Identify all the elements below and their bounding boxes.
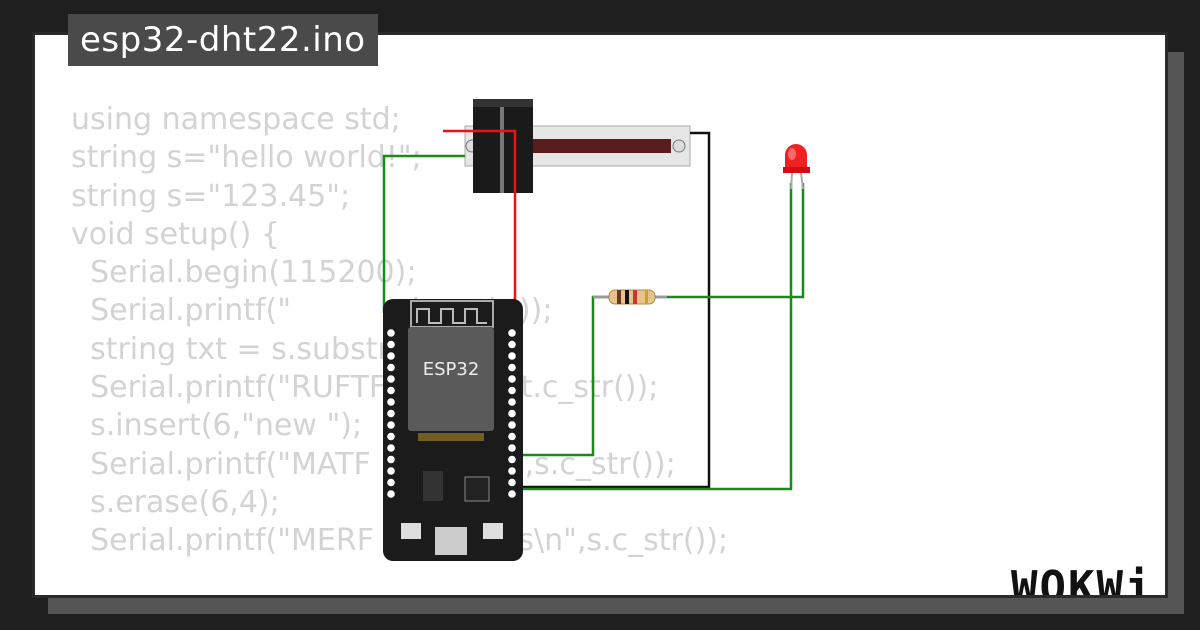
chip-label: ESP32 xyxy=(423,359,480,380)
pin[interactable] xyxy=(387,421,395,429)
code-line: using namespace std; xyxy=(71,102,401,137)
wire-green-led xyxy=(515,183,793,491)
pin[interactable] xyxy=(508,432,516,441)
code-preview: using namespace std;string s="hello worl… xyxy=(71,101,728,561)
code-line: string txt = s.substr xyxy=(71,331,390,367)
pin[interactable] xyxy=(387,329,395,337)
code-line: string s="hello world!"; xyxy=(71,140,422,176)
code-line: Serial.printf("MERF X%s\n",s.c_str()); xyxy=(90,523,729,559)
pin[interactable] xyxy=(387,386,395,395)
pin[interactable] xyxy=(387,455,395,464)
code-line: void setup() { xyxy=(71,216,280,252)
pin[interactable] xyxy=(508,329,516,337)
pin[interactable] xyxy=(387,409,395,418)
circuit-diagram: ESP32 xyxy=(382,99,810,561)
pin[interactable] xyxy=(508,490,516,498)
pin[interactable] xyxy=(508,375,516,383)
pin[interactable] xyxy=(387,467,395,475)
code-line: s.erase(6,4); xyxy=(71,484,280,520)
wire-green-pot xyxy=(382,154,465,313)
pin[interactable] xyxy=(387,478,395,487)
pin[interactable] xyxy=(508,340,516,349)
resistor[interactable] xyxy=(593,289,667,305)
pin[interactable] xyxy=(508,352,516,360)
wire-green-resistor xyxy=(515,183,805,457)
pin[interactable] xyxy=(387,340,395,349)
led-red[interactable] xyxy=(783,144,810,190)
pin[interactable] xyxy=(508,444,516,452)
pin[interactable] xyxy=(508,386,516,395)
pin[interactable] xyxy=(387,363,395,372)
pin[interactable] xyxy=(508,363,516,372)
pin[interactable] xyxy=(508,478,516,487)
project-title[interactable]: esp32-dht22.ino xyxy=(68,14,378,66)
pin[interactable] xyxy=(387,375,395,383)
pin[interactable] xyxy=(508,398,516,406)
esp32-pins xyxy=(387,329,516,498)
pin[interactable] xyxy=(387,352,395,360)
pin[interactable] xyxy=(387,444,395,452)
code-line: s.insert(6,"new "); xyxy=(71,408,363,444)
pin[interactable] xyxy=(508,455,516,464)
pin[interactable] xyxy=(508,409,516,418)
wokwi-logo: WOKWi xyxy=(1011,562,1154,598)
pin[interactable] xyxy=(387,432,395,441)
pin[interactable] xyxy=(508,467,516,475)
pin[interactable] xyxy=(508,421,516,429)
project-card[interactable]: using namespace std;string s="hello worl… xyxy=(32,32,1168,598)
esp32-board[interactable] xyxy=(383,299,523,561)
code-line: string s="123.45"; xyxy=(71,178,351,214)
pin[interactable] xyxy=(387,398,395,406)
wire-black xyxy=(515,131,711,489)
slide-potentiometer[interactable] xyxy=(464,99,691,193)
pin[interactable] xyxy=(387,490,395,498)
code-line: Serial.begin(115200); xyxy=(71,255,417,291)
